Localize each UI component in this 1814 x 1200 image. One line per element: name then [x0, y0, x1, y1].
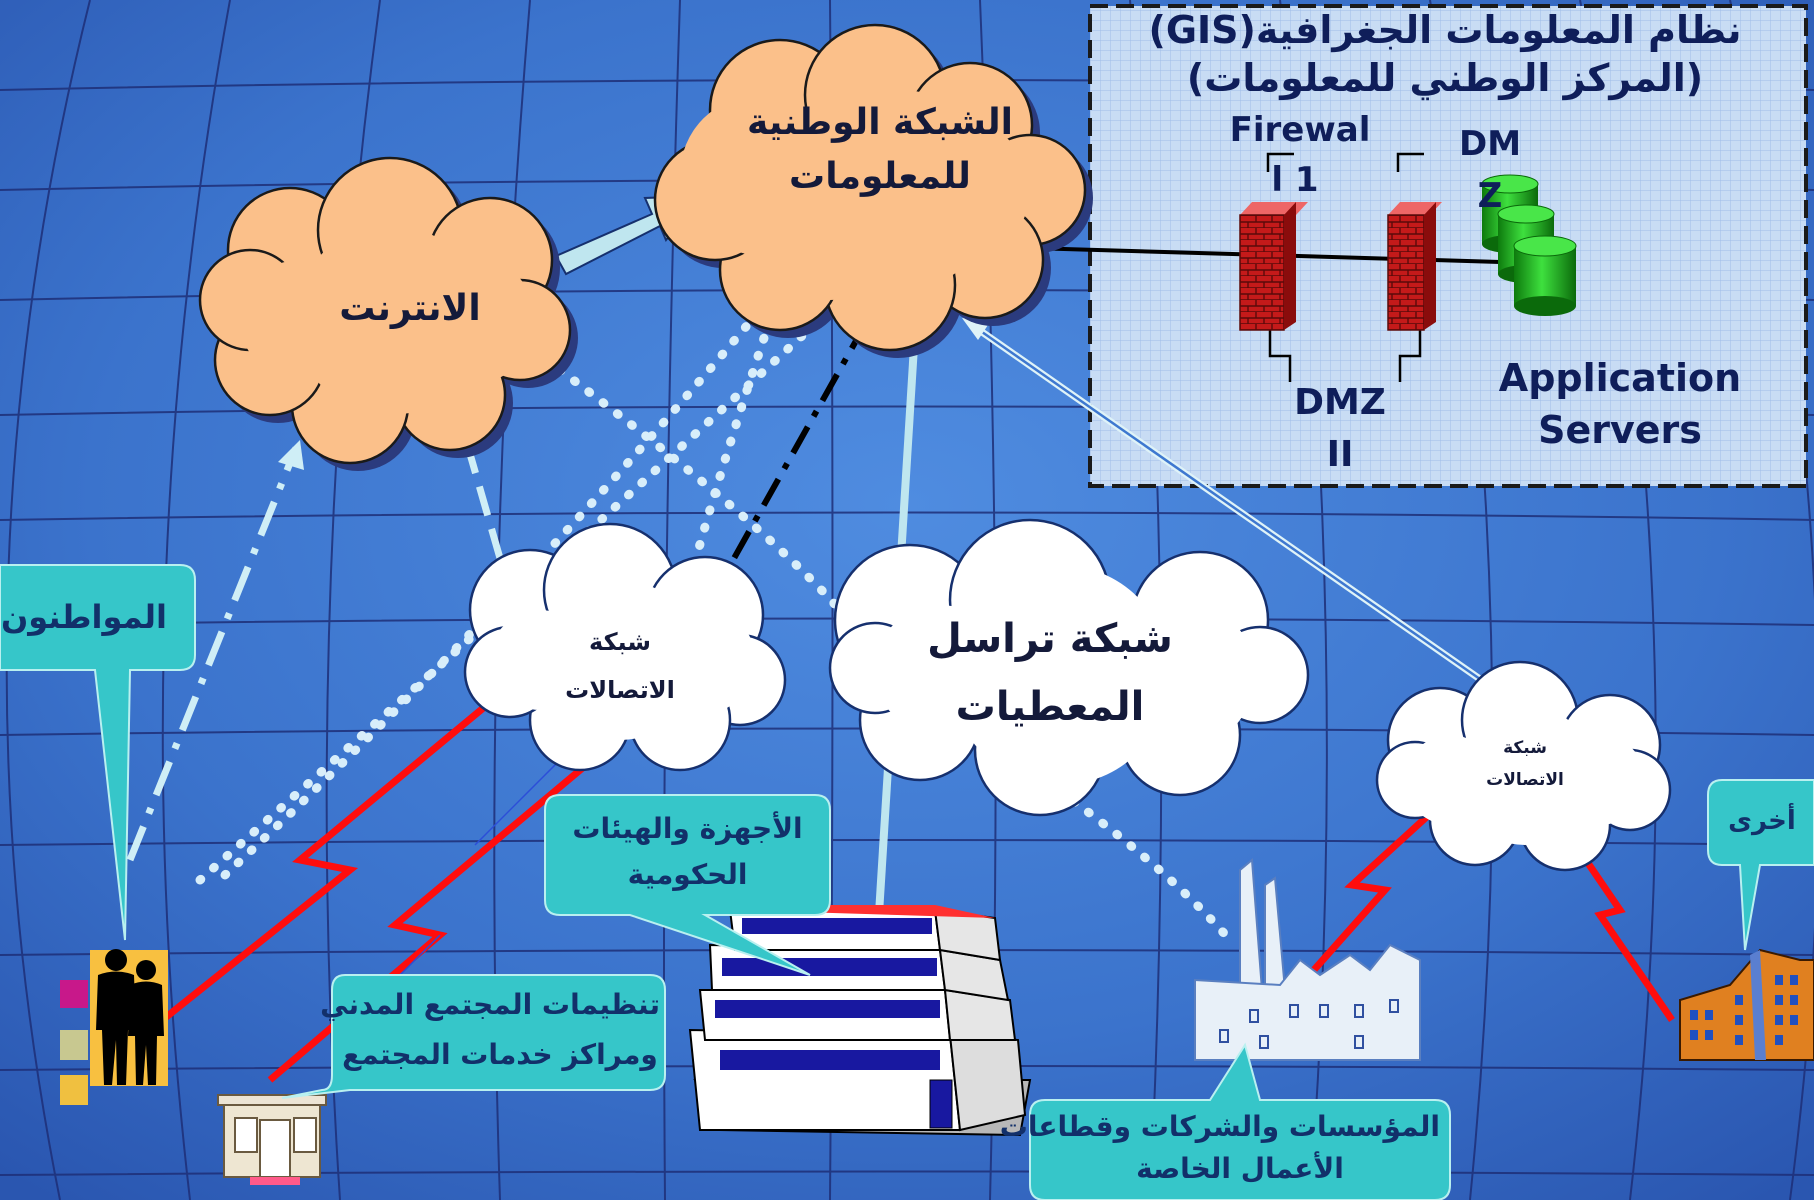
dmz-bottom-line2: II — [1326, 434, 1354, 475]
government-line1: الأجهزة والهيئات — [572, 812, 803, 845]
citizens-label: المواطنون — [0, 598, 168, 636]
gis-title-line1: نظام المعلومات الجغرافية(GIS) — [1148, 8, 1742, 52]
app-servers-line1: Application — [1498, 356, 1742, 400]
national-network-cloud — [653, 23, 1093, 358]
internet-cloud — [198, 156, 578, 471]
telecom-right-line1: شبكة — [1503, 738, 1547, 758]
firewall-label: Firewal — [1229, 110, 1371, 150]
private-sector-line2: الأعمال الخاصة — [1136, 1152, 1344, 1185]
telecom-cloud-left — [463, 522, 787, 772]
private-sector-line1: المؤسسات والشركات وقطاعات — [999, 1110, 1440, 1143]
government-building-icon — [688, 905, 1032, 1137]
factory-icon — [1194, 857, 1421, 1061]
national-network-line1: الشبكة الوطنية — [746, 102, 1014, 143]
telecom-right-line2: الاتصالات — [1486, 770, 1564, 790]
internet-label: الانترنت — [339, 288, 481, 329]
citizens-to-internet-link — [126, 446, 300, 862]
citizens-icon — [60, 949, 168, 1105]
civil-society-line1: تنظيمات المجتمع المدني — [320, 988, 660, 1021]
data-network-line2: المعطيات — [955, 684, 1145, 730]
firewall-1-icon — [1239, 202, 1308, 331]
citizens-telecom-link — [147, 687, 508, 1033]
dmz-top-line1: DM — [1458, 124, 1522, 164]
firewall-2-icon — [1387, 202, 1442, 331]
others-telecom-link — [1557, 820, 1675, 1022]
others-callout — [1707, 779, 1814, 951]
community-center-icon — [217, 1094, 327, 1185]
telecom-cloud-right — [1375, 660, 1672, 872]
data-network-line1: شبكة تراسل — [927, 616, 1173, 662]
national-network-line2: للمعلومات — [789, 156, 971, 197]
dmz-top-line2: Z — [1477, 176, 1503, 216]
citizens-callout — [0, 564, 196, 941]
government-line2: الحكومية — [627, 858, 748, 891]
private-telecom-link — [1302, 809, 1435, 983]
telecom-left-line2: الاتصالات — [565, 676, 675, 704]
gis-title-line2: (المركز الوطني للمعلومات) — [1186, 56, 1704, 100]
application-servers-icon — [1481, 174, 1577, 316]
telecom-left-line1: شبكة — [589, 628, 651, 656]
others-label: أخرى — [1728, 806, 1796, 836]
government-callout — [544, 794, 831, 976]
app-servers-line2: Servers — [1538, 408, 1702, 452]
data-network-cloud — [828, 518, 1310, 817]
civil-society-callout — [281, 974, 666, 1099]
firewall-number: l 1 — [1271, 160, 1319, 200]
civil-society-line2: ومراكز خدمات المجتمع — [342, 1038, 658, 1071]
dmz-bottom-line1: DMZ — [1294, 382, 1386, 423]
gis-panel — [1029, 4, 1808, 488]
city-buildings-icon — [1679, 948, 1814, 1061]
